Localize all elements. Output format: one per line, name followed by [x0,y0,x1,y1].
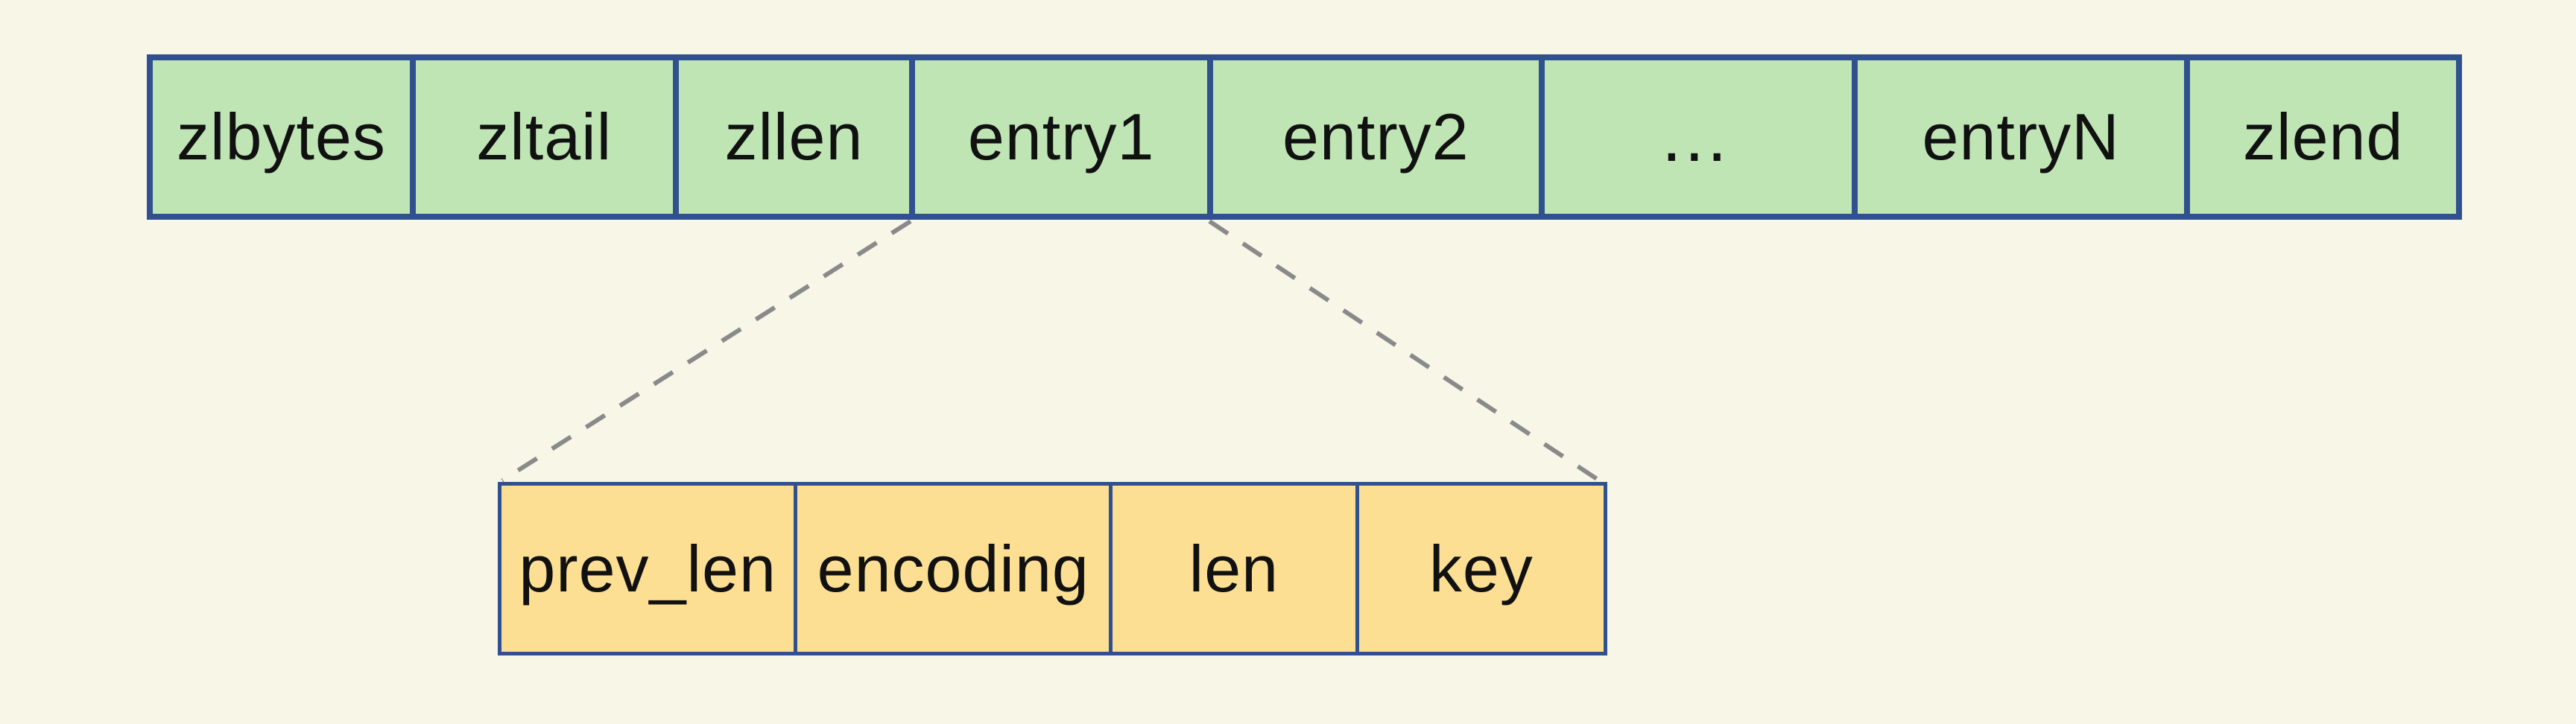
connector-line-right [1208,219,1605,486]
entry-cell-encoding: encoding [794,486,1110,652]
ziplist-cell-zlend: zlend [2184,60,2456,214]
ziplist-row: zlbytes zltail zllen entry1 entry2 … ent… [147,54,2462,220]
ziplist-cell-zlbytes: zlbytes [153,60,410,214]
entry-detail-row: prev_len encoding len key [498,482,1607,655]
ziplist-cell-zllen: zllen [672,60,910,214]
ziplist-cell-entryN: entryN [1851,60,2185,214]
ziplist-cell-ellipsis: … [1538,60,1852,214]
ziplist-cell-entry2: entry2 [1206,60,1539,214]
entry-cell-prev-len: prev_len [501,486,794,652]
connector-line-left [501,219,912,483]
entry-cell-len: len [1109,486,1355,652]
entry-cell-key: key [1355,486,1604,652]
ziplist-cell-zltail: zltail [409,60,673,214]
ziplist-cell-entry1: entry1 [909,60,1207,214]
